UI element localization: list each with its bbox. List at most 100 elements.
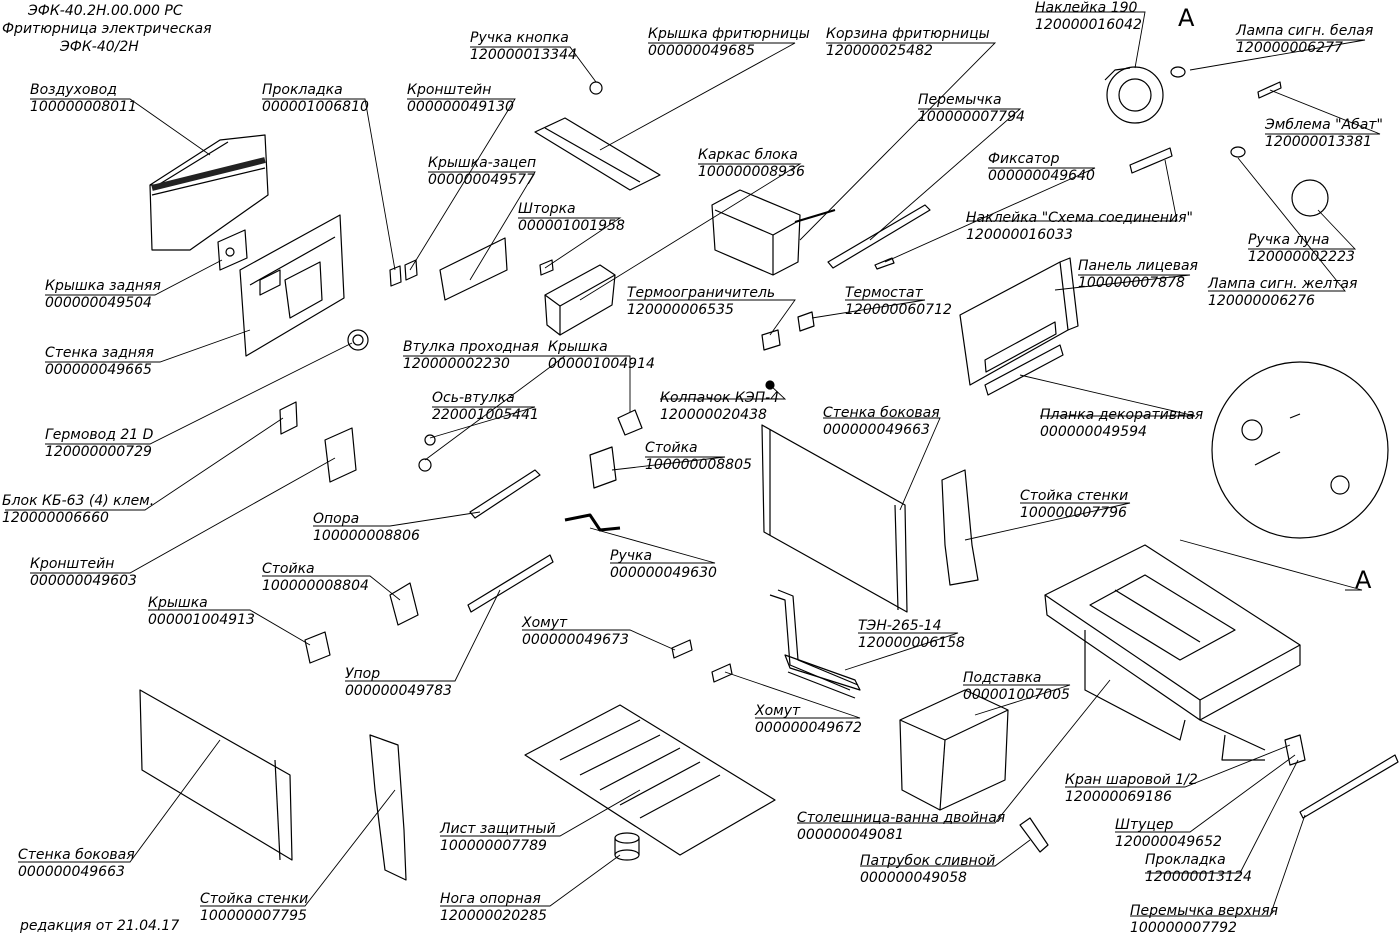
basket-drawing [711, 189, 836, 276]
stand-1007005-drawing [899, 689, 1009, 811]
white-lamp-drawing [1170, 66, 1186, 78]
heater-drawing [769, 589, 861, 699]
front-panel-drawing [959, 257, 1079, 386]
fryer-lid-drawing [534, 117, 661, 191]
side-wall-bottom-drawing [139, 689, 293, 861]
valve-drawing [1284, 734, 1306, 766]
stand-8804-drawing [389, 582, 419, 626]
part-label: Наклейка "Схема соединения"120000016033 [966, 210, 1193, 243]
curtain-drawing [539, 259, 554, 276]
view-mark-top: А [1178, 4, 1195, 32]
view-mark-detail: А [1355, 566, 1372, 594]
luna-knob-drawing [1291, 179, 1329, 217]
back-wall-drawing [239, 214, 345, 357]
protection-sheet-drawing [524, 704, 776, 856]
part-label: Блок КБ-63 (4) клем.120000006660 [2, 493, 155, 526]
fixator-drawing [874, 257, 895, 270]
thermostat-drawing [797, 311, 815, 332]
bracket-drawing [404, 259, 418, 281]
lid-1004913-drawing [304, 631, 331, 664]
pass-bushing-drawing [424, 434, 436, 446]
back-cover-drawing [217, 229, 248, 271]
part-label: Эмблема "Абат"120000013381 [1265, 117, 1383, 150]
lid-1004914-drawing [617, 409, 643, 436]
hook-cover-drawing [439, 237, 508, 301]
yellow-lamp-drawing [1230, 146, 1246, 158]
sticker-190-drawing [1106, 66, 1164, 124]
handle-49630-drawing [564, 513, 621, 532]
view-a-detail [1211, 361, 1389, 539]
side-wall-top-drawing [761, 424, 908, 613]
foot-drawing [614, 832, 640, 861]
clamp-49673-drawing [671, 639, 693, 659]
doc-code: ЭФК-40.2Н.00.000 РС [28, 3, 183, 19]
decor-strip-drawing [984, 344, 1064, 396]
support-drawing [469, 469, 541, 519]
wall-post-7795-drawing [369, 734, 407, 881]
schema-sticker-drawing [1129, 147, 1173, 174]
knob-drawing [589, 81, 603, 95]
block-frame-drawing [544, 264, 616, 336]
bracket-49603-drawing [324, 427, 357, 483]
tabletop-bath-drawing [1044, 544, 1301, 761]
air-duct-drawing [149, 134, 269, 251]
doc-model: ЭФК-40/2Н [60, 39, 139, 55]
emblem-drawing [1257, 81, 1282, 99]
connector-drawing [279, 401, 298, 435]
lintel-drawing [827, 204, 931, 269]
stop-drawing [467, 554, 554, 613]
top-lintel-drawing [1299, 754, 1399, 819]
gasket-drawing [389, 265, 402, 287]
revision-note: редакция от 21.04.17 [20, 918, 180, 934]
wall-post-7796-drawing [941, 469, 979, 586]
doc-title: Фритюрница электрическая [2, 21, 212, 37]
